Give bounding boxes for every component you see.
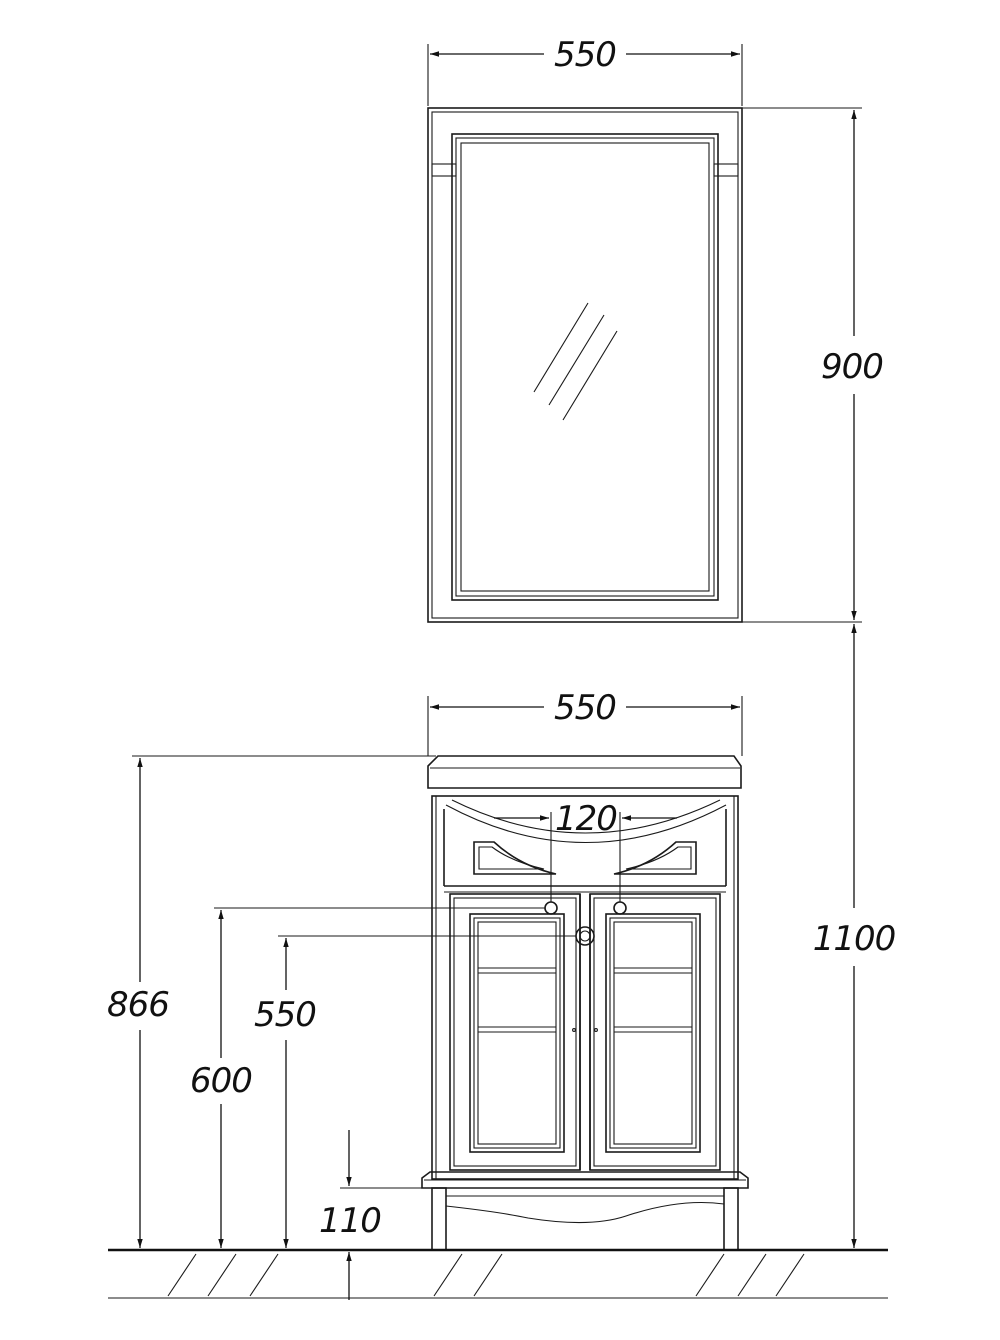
dim-mirror-height: 900 (742, 107, 884, 623)
dim-vanity-height: 866 (107, 755, 436, 1248)
dim-vanity-width: 550 (427, 688, 743, 756)
floor (108, 1248, 888, 1299)
dim-drain-height-550: 550 (254, 935, 576, 1248)
vanity-height-label: 866 (107, 985, 169, 1025)
dim-leg-height: 110 (319, 1130, 424, 1300)
floor-hatching (167, 1253, 805, 1297)
drain-height-600-label: 600 (190, 1061, 252, 1101)
mirror-height-label: 900 (821, 347, 883, 387)
total-height-label: 1100 (813, 919, 896, 959)
dim-faucet-spacing: 120 (494, 799, 677, 902)
mirror-width-label: 550 (554, 35, 616, 75)
drain-height-550-label: 550 (254, 995, 316, 1035)
vanity-width-label: 550 (554, 688, 616, 728)
dim-total-height: 1100 (813, 624, 896, 1248)
mirror (427, 107, 743, 623)
dim-mirror-width: 550 (427, 35, 743, 106)
dim-drain-height-600: 600 (190, 907, 545, 1248)
leg-height-label: 110 (319, 1201, 381, 1241)
mirror-reflection-lines (533, 302, 618, 421)
vanity-cabinet (421, 755, 749, 1251)
faucet-spacing-label: 120 (555, 799, 617, 839)
